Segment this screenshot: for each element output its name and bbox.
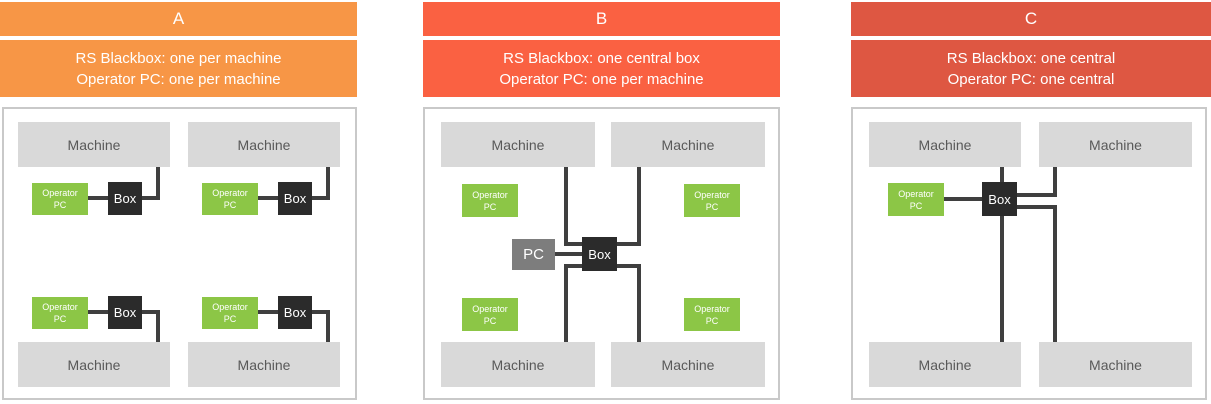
operator-pc-node: Operator PC: [888, 183, 944, 216]
connector-line: [326, 167, 330, 200]
machine-node: Machine: [611, 342, 765, 387]
blackbox-node: Box: [108, 296, 142, 329]
connector-line: [617, 242, 641, 246]
panel-b-subtitle-line1: RS Blackbox: one central box: [503, 49, 700, 67]
central-pc-node: PC: [512, 239, 555, 270]
operator-pc-node: Operator PC: [202, 297, 258, 329]
connector-line: [88, 310, 108, 314]
connector-line: [326, 310, 330, 342]
operator-pc-label-line2: PC: [483, 201, 497, 212]
operator-pc-label-line2: PC: [483, 315, 497, 326]
central-blackbox-node: Box: [582, 237, 617, 271]
panel-a: A RS Blackbox: one per machine Operator …: [0, 0, 357, 404]
blackbox-node: Box: [108, 182, 142, 215]
operator-pc-label-line1: Operator: [472, 189, 508, 200]
panel-a-title-band: A: [0, 2, 357, 36]
panel-b-diagram: Machine Machine Machine Machine Operator…: [423, 107, 780, 400]
operator-pc-node: Operator PC: [462, 298, 518, 331]
operator-pc-label-line2: PC: [705, 201, 719, 212]
panel-a-subtitle-band: RS Blackbox: one per machine Operator PC…: [0, 40, 357, 97]
panel-c: C RS Blackbox: one central Operator PC: …: [851, 0, 1211, 404]
panel-b-subtitle-line2: Operator PC: one per machine: [499, 70, 704, 88]
operator-pc-node: Operator PC: [202, 183, 258, 215]
connector-line: [156, 310, 160, 342]
panel-a-diagram: Machine Machine Machine Machine Operator…: [2, 107, 357, 400]
operator-pc-label-line1: Operator: [694, 303, 730, 314]
connector-line: [88, 196, 108, 200]
operator-pc-label-line1: Operator: [212, 302, 248, 312]
connector-line: [258, 310, 278, 314]
machine-node: Machine: [869, 342, 1021, 387]
operator-pc-label-line2: PC: [53, 200, 67, 210]
connector-line: [1053, 205, 1057, 342]
connector-line: [617, 264, 641, 268]
panel-c-subtitle-line1: RS Blackbox: one central: [946, 49, 1116, 67]
machine-node: Machine: [1039, 122, 1192, 167]
machine-node: Machine: [441, 342, 595, 387]
connector-line: [637, 264, 641, 342]
operator-pc-node: Operator PC: [462, 184, 518, 217]
panel-c-title-band: C: [851, 2, 1211, 36]
operator-pc-label-line1: Operator: [472, 303, 508, 314]
connector-line: [1053, 167, 1057, 197]
operator-pc-label-line1: Operator: [694, 189, 730, 200]
machine-node: Machine: [869, 122, 1021, 167]
connector-line: [564, 264, 582, 268]
operator-pc-node: Operator PC: [684, 298, 740, 331]
operator-pc-label-line1: Operator: [42, 188, 78, 198]
connector-line: [312, 310, 330, 314]
panel-a-subtitle-line1: RS Blackbox: one per machine: [75, 49, 282, 67]
connector-line: [142, 196, 160, 200]
panel-b-subtitle-band: RS Blackbox: one central box Operator PC…: [423, 40, 780, 97]
machine-node: Machine: [188, 342, 340, 387]
connector-line: [564, 242, 582, 246]
panel-b-title-band: B: [423, 2, 780, 36]
connector-line: [312, 196, 330, 200]
operator-pc-label-line2: PC: [223, 314, 237, 324]
connector-line: [564, 264, 568, 342]
operator-pc-node: Operator PC: [684, 184, 740, 217]
operator-pc-label-line2: PC: [909, 200, 923, 211]
connector-line: [944, 197, 982, 201]
blackbox-node: Box: [278, 296, 312, 329]
blackbox-node: Box: [278, 182, 312, 215]
panel-a-subtitle-line2: Operator PC: one per machine: [76, 70, 281, 88]
machine-node: Machine: [1039, 342, 1192, 387]
operator-pc-node: Operator PC: [32, 297, 88, 329]
panel-c-subtitle-line2: Operator PC: one central: [947, 70, 1115, 88]
operator-pc-label-line2: PC: [53, 314, 67, 324]
operator-pc-label-line2: PC: [705, 315, 719, 326]
operator-pc-label-line2: PC: [223, 200, 237, 210]
central-blackbox-node: Box: [982, 182, 1017, 216]
operator-pc-label-line1: Operator: [898, 188, 934, 199]
panel-c-subtitle-band: RS Blackbox: one central Operator PC: on…: [851, 40, 1211, 97]
connector-line: [258, 196, 278, 200]
machine-node: Machine: [18, 342, 170, 387]
connector-line: [142, 310, 160, 314]
connector-line: [1017, 205, 1057, 209]
connector-line: [156, 167, 160, 200]
connector-line: [555, 252, 582, 256]
machine-node: Machine: [441, 122, 595, 167]
connector-line: [1017, 193, 1057, 197]
panel-b: B RS Blackbox: one central box Operator …: [423, 0, 780, 404]
operator-pc-node: Operator PC: [32, 183, 88, 215]
machine-node: Machine: [611, 122, 765, 167]
connector-line: [1000, 216, 1004, 342]
machine-node: Machine: [188, 122, 340, 167]
operator-pc-label-line1: Operator: [212, 188, 248, 198]
operator-pc-label-line1: Operator: [42, 302, 78, 312]
connector-line: [1000, 167, 1004, 182]
connector-line: [564, 167, 568, 246]
connector-line: [637, 167, 641, 246]
machine-node: Machine: [18, 122, 170, 167]
panel-c-diagram: Machine Machine Machine Machine Operator…: [851, 107, 1207, 400]
